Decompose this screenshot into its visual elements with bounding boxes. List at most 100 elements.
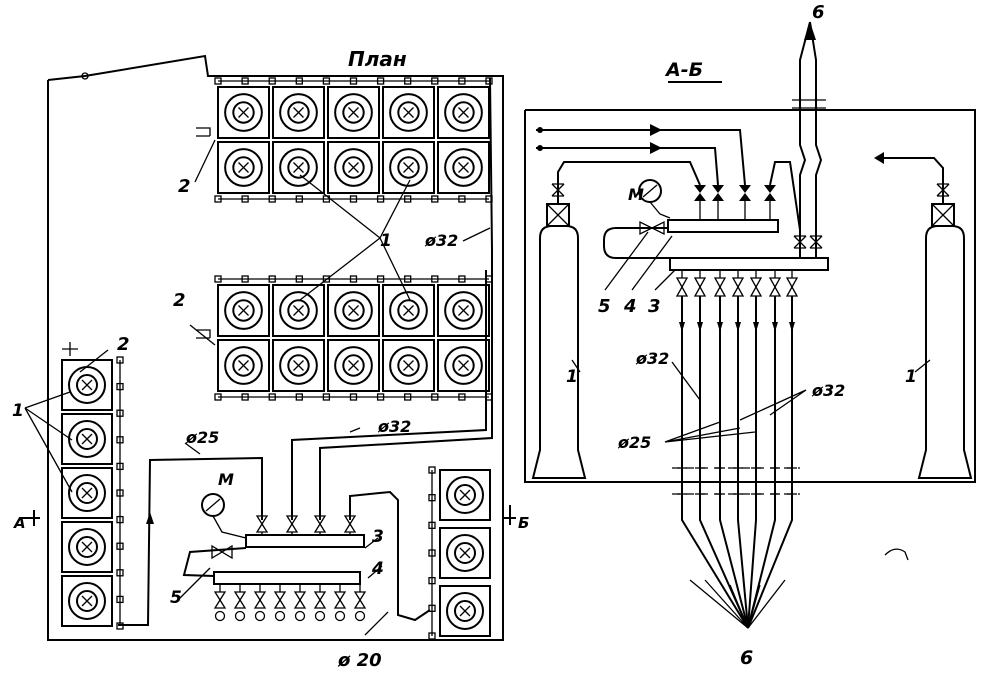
valve-body — [333, 591, 347, 602]
valve-body — [343, 522, 357, 533]
plan-view — [20, 54, 516, 641]
outlet-fitting — [334, 610, 346, 622]
valve-body — [739, 193, 751, 201]
valve-body — [333, 598, 347, 609]
cylinder-valve — [342, 299, 365, 322]
bank-fitting — [214, 393, 222, 401]
cylinder-cross — [81, 595, 93, 607]
cylinder-cross — [293, 107, 304, 118]
cylinder-cell — [437, 339, 490, 392]
bank-fitting — [376, 393, 385, 401]
cylinder-valve — [454, 600, 476, 622]
section-feed-line-1 — [536, 129, 746, 186]
cylinder-ring — [334, 291, 373, 330]
bank-fitting — [116, 462, 124, 471]
cylinder-valve — [452, 101, 475, 124]
bank-fitting — [431, 195, 439, 203]
cylinder-valve — [76, 428, 98, 450]
cylinder-ring — [68, 420, 106, 458]
cylinder-ring — [444, 291, 483, 330]
labels: План А-Б 2 2 2 1 1 ø32 ø25 ø32 М 3 4 5 ø… — [12, 2, 917, 671]
valve-body — [694, 185, 706, 193]
label-bank-2-top: 2 — [178, 176, 191, 197]
label-valve-5-plan: 5 — [170, 588, 182, 608]
label-section-a: А — [13, 514, 26, 532]
bank-fitting — [404, 195, 412, 203]
flow-arrow — [772, 322, 778, 332]
cylinder-valve — [397, 299, 420, 322]
outlet-pipe — [681, 296, 749, 629]
bank-fitting — [376, 77, 385, 85]
plan-manifold-3 — [245, 534, 365, 548]
cylinder-ring — [279, 346, 318, 385]
cylinder-cell — [327, 86, 380, 139]
valve-body — [293, 598, 307, 609]
plan-pipe-25-left — [118, 456, 263, 626]
label-section-b: Б — [518, 514, 529, 532]
bank-fitting — [116, 436, 124, 444]
bank-fitting — [458, 195, 466, 203]
outlet-fitting — [214, 610, 226, 622]
cylinder-cross — [348, 107, 359, 118]
valve-body — [785, 277, 799, 289]
label-cylinder-1-left: 1 — [12, 401, 24, 421]
valve-body — [353, 598, 367, 609]
cylinder-cross — [403, 162, 414, 173]
cylinder-cross — [238, 305, 249, 316]
bank-fitting — [428, 494, 436, 502]
valve-body — [233, 591, 247, 602]
bank-fitting — [322, 275, 331, 283]
cylinder-ring — [224, 346, 263, 385]
cylinder-valve — [452, 299, 475, 322]
plan-valve-5 — [211, 544, 224, 560]
label-pipe-20: ø 20 — [337, 650, 382, 671]
cylinder-cross — [458, 162, 469, 173]
plan-pipe-32-mid — [291, 270, 487, 520]
label-header-4-section: 4 — [623, 296, 637, 317]
valve-body — [694, 193, 706, 201]
cylinder-valve — [342, 156, 365, 179]
cylinder-ring — [389, 93, 428, 132]
valve-body — [293, 591, 307, 602]
valve-body — [255, 515, 269, 526]
flow-arrow — [789, 322, 795, 332]
section-valve-5 — [639, 220, 654, 236]
bank-fitting — [295, 393, 303, 401]
bank-fitting — [349, 275, 358, 283]
cylinder-cell — [437, 141, 490, 194]
section-cylinder-right — [874, 152, 973, 479]
outlet-fitting — [314, 610, 326, 622]
valve-body — [768, 285, 782, 297]
cylinder-cell — [382, 86, 435, 139]
plan-manifold-valves — [255, 515, 357, 535]
bank-fitting — [431, 393, 439, 401]
valve-body — [739, 185, 751, 193]
cylinder-cell — [327, 339, 380, 392]
section-manifold-3 — [669, 257, 829, 271]
section-header-4 — [667, 219, 779, 233]
cylinder-cell — [217, 339, 270, 392]
bank-fitting — [404, 275, 412, 283]
cylinder-cell — [327, 141, 380, 194]
valve-body — [313, 598, 327, 609]
cylinder-cross — [348, 305, 359, 316]
cylinder-cross — [458, 360, 469, 371]
bank-fitting — [349, 393, 358, 401]
bank-fitting — [268, 393, 276, 401]
label-cylinder-1-section-left: 1 — [566, 367, 578, 387]
cylinder-cross — [459, 547, 471, 559]
cylinder-ring — [446, 534, 484, 572]
bank-fitting — [428, 604, 436, 612]
valve-body — [313, 522, 327, 533]
cylinder-valve — [232, 354, 255, 377]
section-inlet-valves — [694, 185, 776, 220]
section-title: А-Б — [664, 59, 703, 81]
cylinder-valve — [342, 101, 365, 124]
valve-body — [693, 277, 707, 289]
flow-arrow — [679, 322, 685, 332]
plan-pipe-32-right — [319, 77, 493, 520]
bank-fitting — [116, 489, 124, 497]
cylinder-cell — [439, 527, 491, 579]
plan-outlet-valves — [213, 584, 367, 622]
cylinder-cross — [293, 162, 304, 173]
